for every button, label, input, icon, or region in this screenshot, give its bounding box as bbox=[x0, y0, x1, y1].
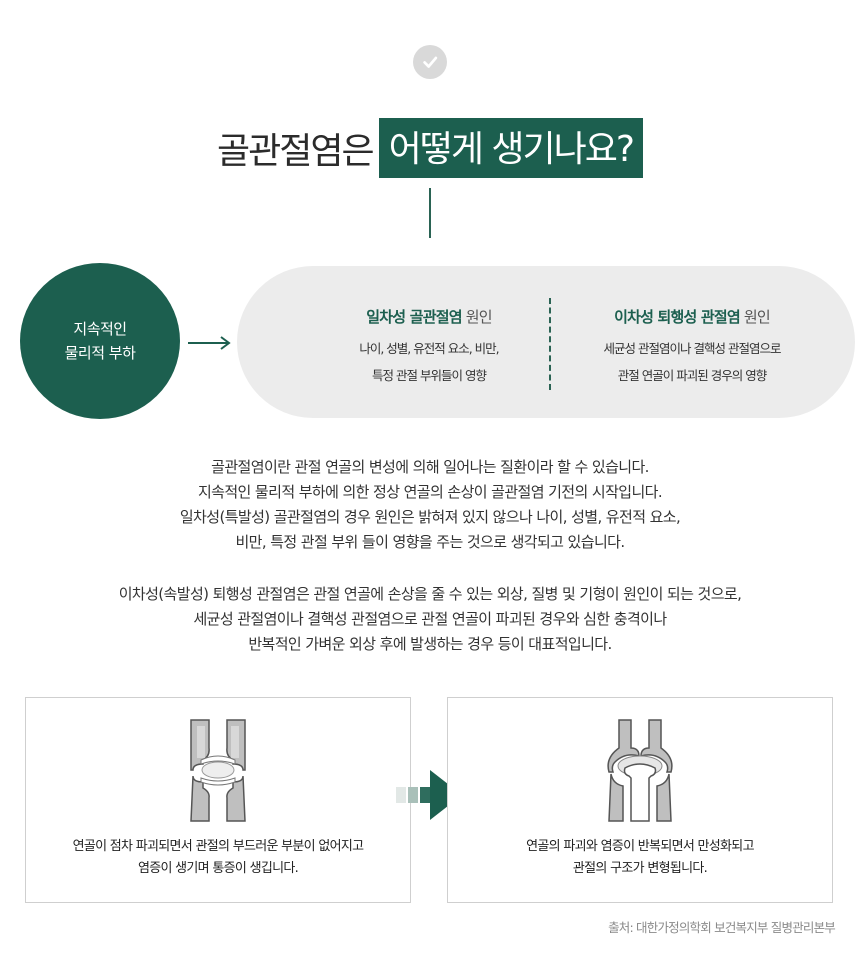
secondary-line-2: 관절 연골이 파괴된 경우의 영향 bbox=[617, 368, 767, 383]
primary-line-1: 나이, 성별, 유전적 요소, 비만, bbox=[359, 341, 499, 356]
source-note: 출처: 대한가정의학회 보건복지부 질병관리본부 bbox=[608, 920, 836, 935]
knee-joint-early-icon bbox=[190, 719, 246, 822]
paragraph-1-line: 골관절염이란 관절 연골의 변성에 의해 일어나는 질환이라 할 수 있습니다. bbox=[211, 458, 649, 476]
primary-line-2: 특정 관절 부위들이 영향 bbox=[372, 368, 487, 383]
cause-line-1: 지속적인 bbox=[73, 320, 127, 338]
paragraph-2-line: 반복적인 가벼운 외상 후에 발생하는 경우 등이 대표적입니다. bbox=[248, 635, 612, 653]
secondary-heading: 이차성 퇴행성 관절염 원인 bbox=[614, 308, 771, 326]
causes-panel: 일차성 골관절염 원인 나이, 성별, 유전적 요소, 비만, 특정 관절 부위… bbox=[237, 266, 855, 418]
cause-line-2: 물리적 부하 bbox=[64, 344, 136, 362]
paragraph-2-line: 이차성(속발성) 퇴행성 관절염은 관절 연골에 손상을 줄 수 있는 외상, … bbox=[118, 585, 742, 603]
progression-arrow-icon bbox=[396, 770, 462, 820]
paragraph-2: 이차성(속발성) 퇴행성 관절염은 관절 연골에 손상을 줄 수 있는 외상, … bbox=[0, 582, 860, 657]
stage-2-card: 연골의 파괴와 염증이 반복되면서 만성화되고 관절의 구조가 변형됩니다. bbox=[447, 697, 833, 903]
arrow-right-icon bbox=[188, 336, 231, 350]
paragraph-1-line: 일차성(특발성) 골관절염의 경우 원인은 밝혀져 있지 않으나 나이, 성별,… bbox=[179, 508, 681, 526]
paragraph-1: 골관절염이란 관절 연골의 변성에 의해 일어나는 질환이라 할 수 있습니다.… bbox=[0, 455, 860, 555]
primary-cause: 일차성 골관절염 원인 나이, 성별, 유전적 요소, 비만, 특정 관절 부위… bbox=[314, 306, 544, 389]
cause-circle: 지속적인 물리적 부하 bbox=[20, 263, 180, 419]
secondary-cause: 이차성 퇴행성 관절염 원인 세균성 관절염이나 결핵성 관절염으로 관절 연골… bbox=[577, 306, 807, 389]
paragraph-1-line: 지속적인 물리적 부하에 의한 정상 연골의 손상이 골관절염 기전의 시작입니… bbox=[197, 483, 663, 501]
stage-2-caption: 연골의 파괴와 염증이 반복되면서 만성화되고 관절의 구조가 변형됩니다. bbox=[526, 839, 754, 876]
connector-line bbox=[429, 188, 431, 238]
primary-heading: 일차성 골관절염 원인 bbox=[366, 308, 492, 326]
divider bbox=[549, 298, 551, 390]
stage-1-card: 연골이 점차 파괴되면서 관절의 부드러운 부분이 없어지고 염증이 생기며 통… bbox=[25, 697, 411, 903]
secondary-line-1: 세균성 관절염이나 결핵성 관절염으로 bbox=[603, 341, 782, 356]
stage-1-caption: 연골이 점차 파괴되면서 관절의 부드러운 부분이 없어지고 염증이 생기며 통… bbox=[72, 839, 365, 876]
title-plain: 골관절염은 bbox=[216, 131, 375, 172]
check-circle-icon bbox=[413, 45, 447, 79]
knee-joint-deformed-icon bbox=[607, 719, 673, 822]
paragraph-2-line: 세균성 관절염이나 결핵성 관절염으로 관절 연골이 파괴된 경우와 심한 충격… bbox=[193, 610, 667, 628]
title-highlight: 어떻게 생기나요? bbox=[378, 118, 643, 178]
paragraph-1-line: 비만, 특정 관절 부위 들이 영향을 주는 것으로 생각되고 있습니다. bbox=[235, 533, 625, 551]
